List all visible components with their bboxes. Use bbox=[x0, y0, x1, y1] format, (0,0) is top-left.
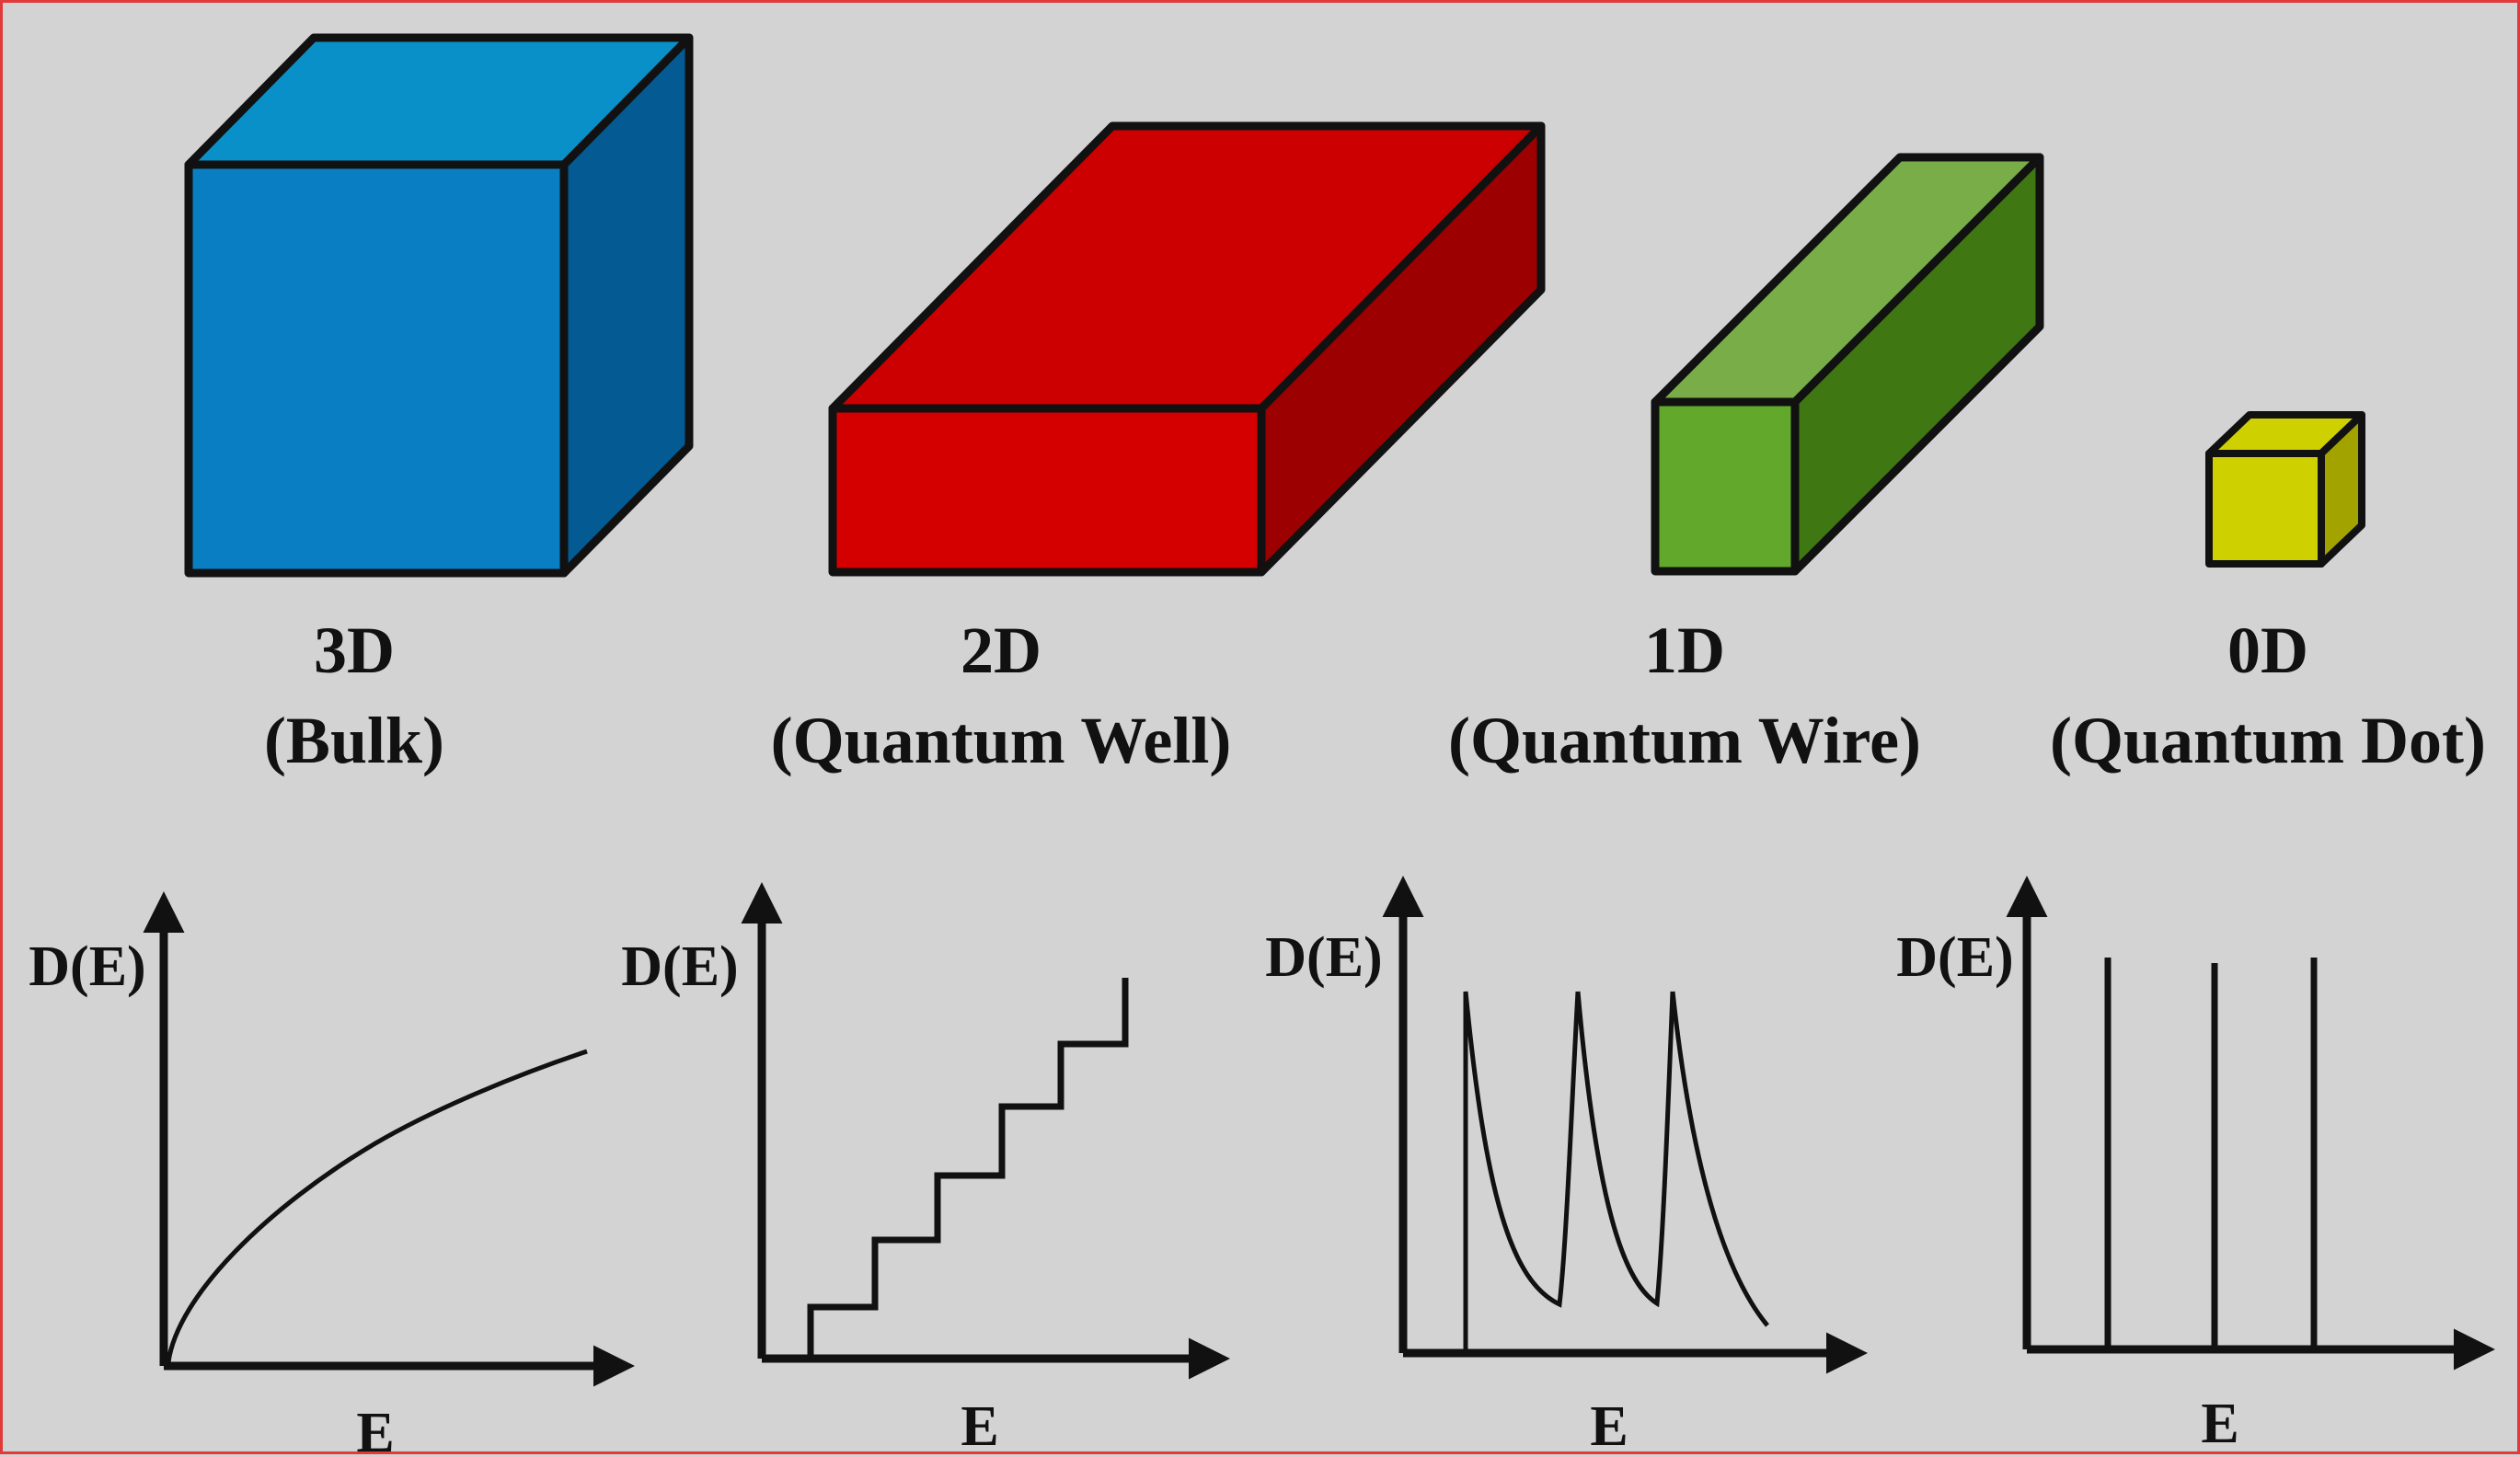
dos-1d-peak-3 bbox=[1670, 991, 1769, 1327]
quantum-wire-bar bbox=[1651, 153, 2044, 576]
dos-1d-peak-1 bbox=[1463, 991, 1581, 1353]
quantum-wire-front bbox=[1651, 397, 1800, 576]
dos-2d-ylabel: D(E) bbox=[621, 935, 738, 998]
dos-1d-peak-2 bbox=[1575, 991, 1675, 1308]
quantum-wire-name-label: (Quantum Wire) bbox=[1448, 704, 1921, 777]
dos-plot-1d: D(E) E bbox=[1265, 876, 1868, 1457]
dos-1d-ylabel: D(E) bbox=[1265, 926, 1382, 989]
dos-plot-2d: D(E) E bbox=[621, 882, 1230, 1457]
quantum-dot-front bbox=[2205, 450, 2325, 568]
dos-1d-xlabel: E bbox=[1590, 1395, 1628, 1457]
quantum-well-front bbox=[828, 404, 1266, 577]
dos-plot-0d: D(E) E bbox=[1896, 876, 2495, 1455]
quantum-well-dim-label: 2D bbox=[961, 614, 1041, 687]
bulk-cube-front bbox=[184, 160, 569, 578]
quantum-well-name-label: (Quantum Well) bbox=[771, 704, 1232, 777]
bulk-cube bbox=[184, 33, 694, 578]
bulk-dim-label: 3D bbox=[314, 614, 395, 687]
quantum-dot-dim-label: 0D bbox=[2227, 614, 2308, 687]
dos-plot-3d: D(E) E bbox=[29, 891, 635, 1457]
dos-3d-ylabel: D(E) bbox=[29, 935, 145, 998]
dos-0d-xlabel: E bbox=[2201, 1393, 2238, 1455]
quantum-wire-dim-label: 1D bbox=[1644, 614, 1725, 687]
quantum-well-slab bbox=[828, 121, 1546, 577]
dos-3d-curve bbox=[166, 1049, 588, 1363]
dos-2d-xlabel: E bbox=[961, 1395, 998, 1457]
bulk-name-label: (Bulk) bbox=[264, 704, 444, 777]
dos-3d-xlabel: E bbox=[356, 1402, 394, 1457]
quantum-dot-name-label: (Quantum Dot) bbox=[2050, 704, 2486, 777]
quantum-dot-cube bbox=[2205, 411, 2365, 568]
dos-0d-ylabel: D(E) bbox=[1896, 926, 2013, 989]
dos-2d-staircase bbox=[807, 978, 1129, 1359]
